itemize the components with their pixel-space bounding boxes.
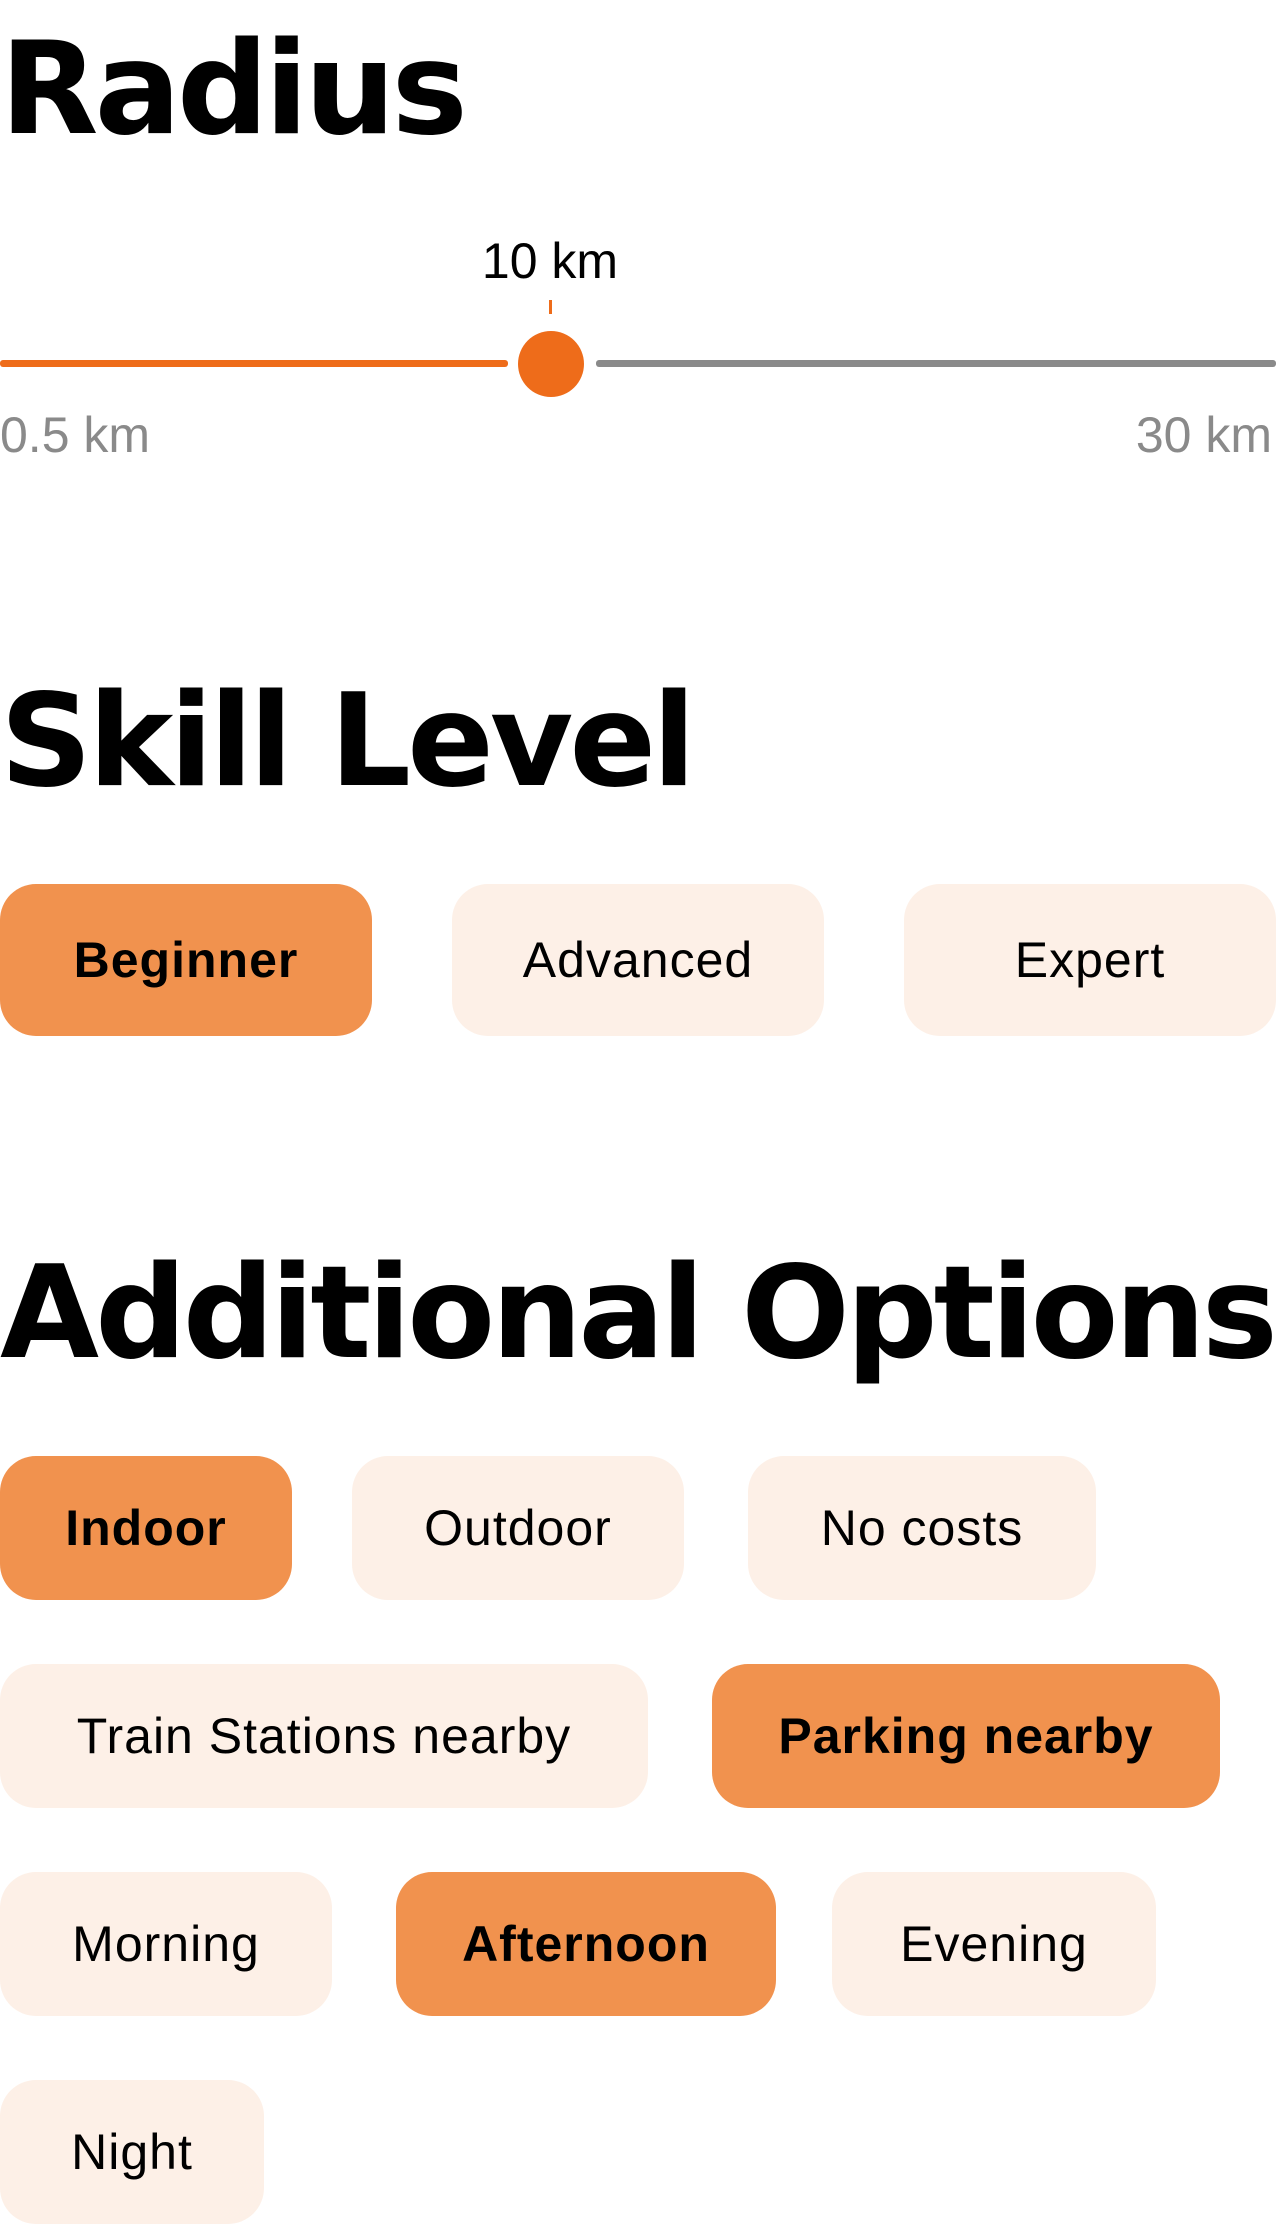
chip-indoor[interactable]: Indoor <box>0 1456 292 1600</box>
radius-title: Radius <box>0 15 468 164</box>
slider-value-label: 10 km <box>481 233 619 289</box>
skill-level-title: Skill Level <box>0 667 696 816</box>
chip-label: Morning <box>72 1916 260 1972</box>
chip-no-costs[interactable]: No costs <box>748 1456 1096 1600</box>
chip-evening[interactable]: Evening <box>832 1872 1156 2016</box>
slider-track-filled[interactable] <box>0 360 508 367</box>
chip-advanced[interactable]: Advanced <box>452 884 824 1036</box>
slider-value-tick <box>549 300 552 314</box>
chip-beginner[interactable]: Beginner <box>0 884 372 1036</box>
chip-label: Outdoor <box>424 1500 612 1556</box>
slider-min-label: 0.5 km <box>0 407 151 463</box>
chip-label: Advanced <box>522 932 754 988</box>
chip-label: Evening <box>900 1916 1088 1972</box>
chip-night[interactable]: Night <box>0 2080 264 2224</box>
chip-train-stations-nearby[interactable]: Train Stations nearby <box>0 1664 648 1808</box>
chip-morning[interactable]: Morning <box>0 1872 332 2016</box>
chip-label: Afternoon <box>462 1916 710 1972</box>
chip-label: Train Stations nearby <box>76 1708 572 1764</box>
chip-label: Expert <box>1014 932 1166 988</box>
chip-label: Beginner <box>73 932 299 988</box>
chip-parking-nearby[interactable]: Parking nearby <box>712 1664 1220 1808</box>
chip-label: Parking nearby <box>778 1708 1154 1764</box>
chip-afternoon[interactable]: Afternoon <box>396 1872 776 2016</box>
slider-thumb[interactable] <box>518 331 584 397</box>
chip-label: No costs <box>820 1500 1024 1556</box>
slider-track-empty[interactable] <box>596 360 1276 367</box>
radius-slider[interactable]: 10 km 0.5 km 30 km <box>0 220 1276 480</box>
chip-label: Night <box>71 2124 193 2180</box>
chip-expert[interactable]: Expert <box>904 884 1276 1036</box>
chip-outdoor[interactable]: Outdoor <box>352 1456 684 1600</box>
slider-max-label: 30 km <box>1135 407 1272 463</box>
additional-options-title: Additional Options <box>0 1239 1276 1388</box>
chip-label: Indoor <box>65 1500 227 1556</box>
